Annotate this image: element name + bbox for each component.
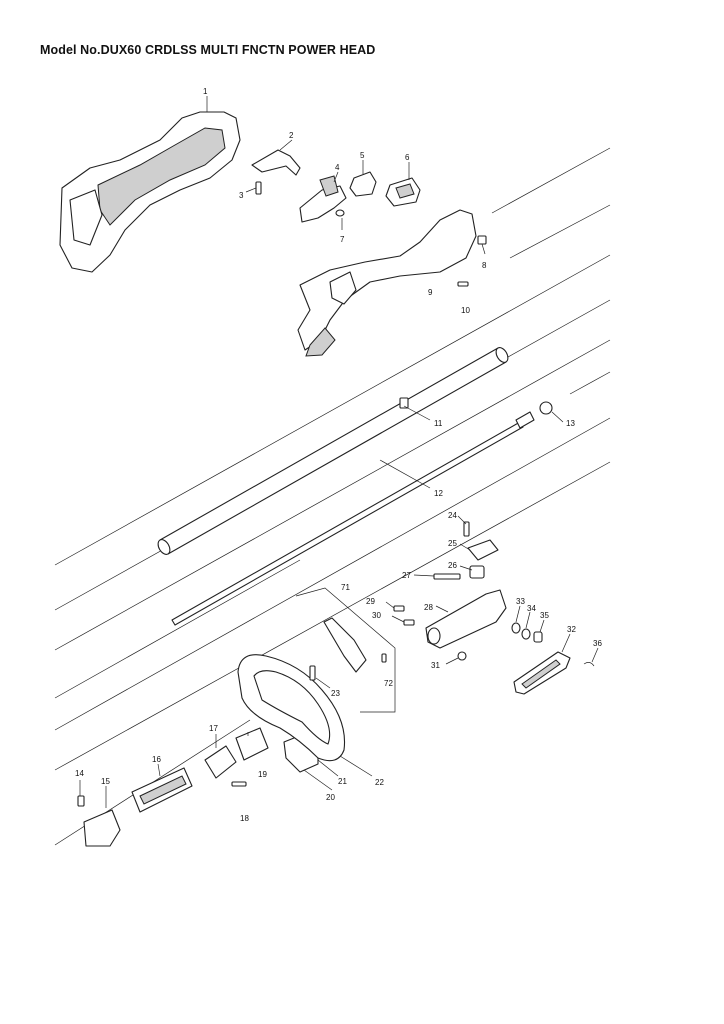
part-19-collar (235, 727, 269, 761)
part-34-washer (521, 628, 531, 640)
part-10-screw (457, 281, 469, 287)
part-label: 10 (461, 306, 470, 315)
part-3-screw (255, 181, 262, 195)
part-label: 30 (372, 611, 381, 620)
part-36-clip (583, 662, 595, 667)
part-label: 15 (101, 777, 110, 786)
part-label: 16 (152, 755, 161, 764)
part-label: 33 (516, 597, 525, 606)
part-label: 22 (375, 778, 384, 787)
part-30-screw (403, 619, 415, 626)
part-label: 7 (340, 235, 345, 244)
part-label: 31 (431, 661, 440, 670)
part-label: 1 (203, 87, 208, 96)
part-33-washer (511, 622, 521, 634)
part-label: 13 (566, 419, 575, 428)
part-label: 11 (434, 419, 443, 428)
part-label: 34 (527, 604, 536, 613)
part-5-switch (349, 171, 377, 197)
part-label: 4 (335, 163, 340, 172)
part-label: 12 (434, 489, 443, 498)
part-label: 14 (75, 769, 84, 778)
part-22-loop-handle (237, 654, 346, 762)
part-label: 2 (289, 131, 294, 140)
part-11-shaft-tube (157, 347, 509, 555)
part-label: 23 (331, 689, 340, 698)
part-number-labels: 1 2 3 4 5 6 7 8 9 10 11 12 13 14 15 16 1… (75, 87, 602, 823)
part-label: 32 (567, 625, 576, 634)
part-35-bushing (533, 631, 543, 643)
part-32-pedal (513, 651, 571, 695)
part-17-sleeve (204, 745, 237, 779)
part-label: 5 (360, 151, 365, 160)
part-72-lever (323, 617, 387, 673)
part-29-screw (393, 605, 405, 612)
part-label: 29 (366, 597, 375, 606)
part-label: 27 (402, 571, 411, 580)
part-label: 8 (482, 261, 487, 270)
part-15-cap (83, 809, 121, 847)
part-label: 24 (448, 511, 457, 520)
part-label: 26 (448, 561, 457, 570)
part-31-nut (457, 651, 467, 661)
part-label: 19 (258, 770, 267, 779)
part-16-grip (131, 767, 193, 813)
part-24-bolt (463, 521, 470, 537)
part-23-bolt (309, 665, 316, 681)
part-label: 9 (428, 288, 433, 297)
part-18-bolt (231, 781, 247, 787)
part-label: 28 (424, 603, 433, 612)
part-7-spring (335, 209, 345, 217)
part-8-screw (477, 235, 487, 245)
part-label: 25 (448, 539, 457, 548)
part-label: 18 (240, 814, 249, 823)
part-14-screw (77, 795, 85, 807)
part-2-lever (251, 149, 301, 176)
part-label: 6 (405, 153, 410, 162)
part-label: 71 (341, 583, 350, 592)
part-label: 35 (540, 611, 549, 620)
part-6-cover (385, 177, 421, 207)
part-9-housing (297, 209, 477, 357)
part-label: 36 (593, 639, 602, 648)
part-12-drive-shaft (171, 411, 535, 626)
part-4-trigger (299, 175, 347, 223)
part-label: 20 (326, 793, 335, 802)
part-label: 3 (239, 191, 244, 200)
diagram-title: Model No.DUX60 CRDLSS MULTI FNCTN POWER … (40, 43, 376, 57)
part-1-housing (59, 111, 241, 273)
part-28-bracket (425, 589, 507, 649)
part-13-ring (539, 401, 553, 415)
part-27-bolt (433, 573, 461, 580)
part-label: 17 (209, 724, 218, 733)
part-label: 21 (338, 777, 347, 786)
part-label: 72 (384, 679, 393, 688)
part-25-clamp-block (467, 539, 499, 561)
leader-lines (79, 96, 599, 808)
part-26-knob (469, 565, 485, 579)
